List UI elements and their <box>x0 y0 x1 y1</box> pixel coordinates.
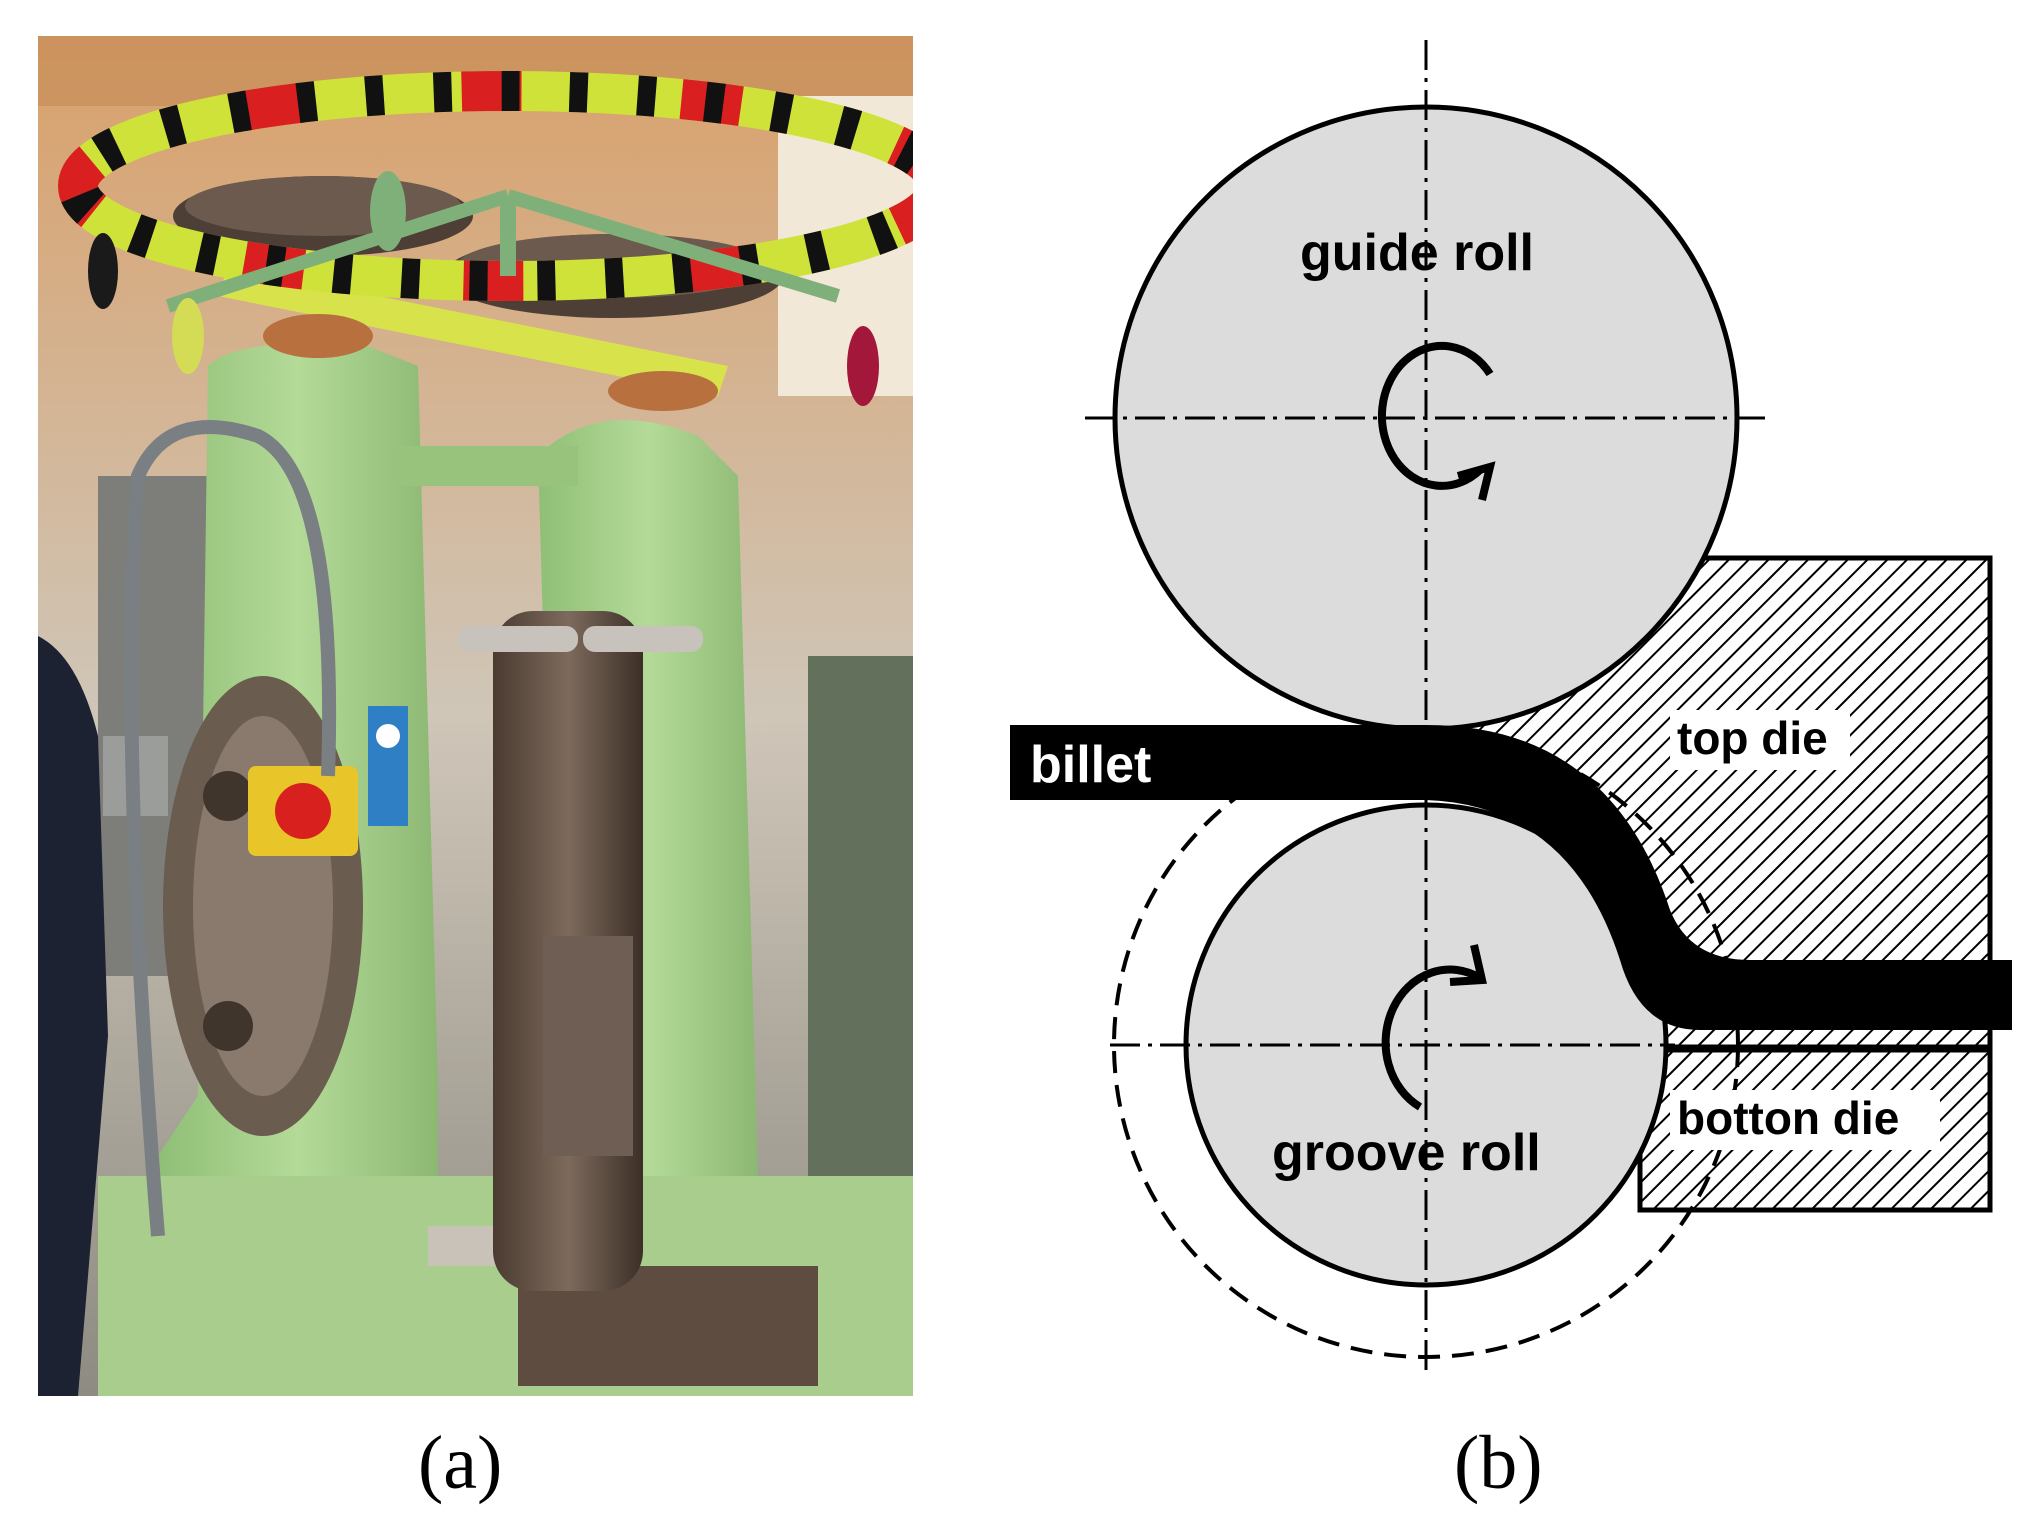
center-lines <box>1085 40 1770 1375</box>
label-bottom-die: botton die <box>1677 1092 1899 1144</box>
label-top-die: top die <box>1677 712 1828 764</box>
label-groove-roll: groove roll <box>1272 1124 1541 1182</box>
guide-roll-rotation-arrow <box>1377 341 1496 501</box>
rolling-schematic: guide roll billet top die botton die gro… <box>990 30 2020 1410</box>
label-guide-roll: guide roll <box>1300 224 1534 282</box>
label-billet: billet <box>1030 736 1151 794</box>
machine-illustration <box>38 36 913 1396</box>
billet <box>1010 725 2012 1030</box>
caption-b: (b) <box>1454 1421 1543 1505</box>
machine-photo <box>38 36 913 1396</box>
caption-a: (a) <box>418 1421 503 1505</box>
groove-roll-rotation-arrow <box>1381 944 1487 1111</box>
schematic-diagram: guide roll billet top die botton die gro… <box>1010 40 2012 1375</box>
